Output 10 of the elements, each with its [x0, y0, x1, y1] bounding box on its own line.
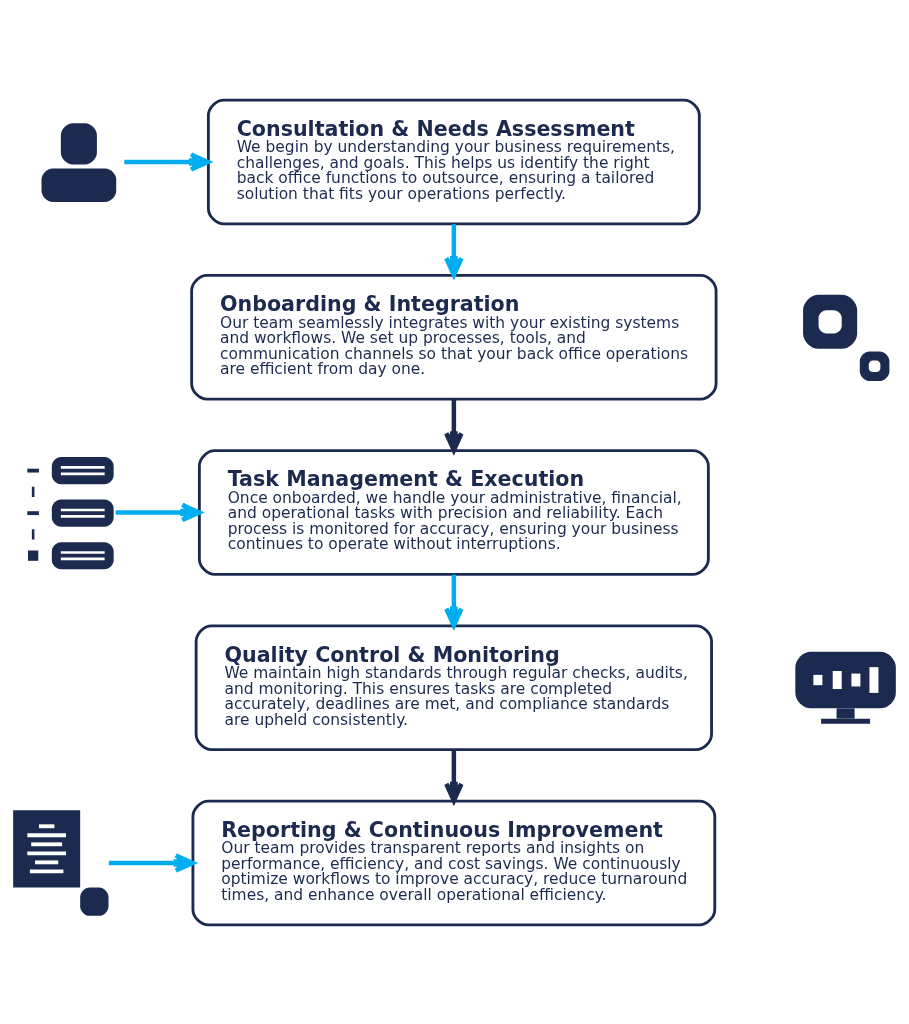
- arrow: [124, 151, 211, 172]
- node-box: Quality Control & Monitoring We maintain high standards through regular checks, audits, and monitoring. This ensures tasks are completed accurately, deadlines are met, and compliance standards are upheld consistently.: [194, 624, 713, 751]
- arrow: [108, 852, 195, 873]
- arrow: [444, 398, 464, 453]
- node-box: Task Management & Execution Once onboarded, we handle your administrative, financial, and operational tasks with precision and reliability. Each process is monitored for accuracy, ensuring your business continues to operate without interruptions.: [197, 448, 710, 576]
- arrow: [444, 574, 464, 628]
- node-box: Onboarding & Integration Our team seamlessly integrates with your existing systems and workflows. We set up processes, tools, and communication channels so that your back office operations are efficient from day one.: [190, 273, 718, 400]
- arrow: [115, 502, 202, 522]
- node-box: Reporting & Continuous Improvement Our team provides transparent reports and insights on performance, efficiency, and cost savings. We continuously optimize workflows to improve accuracy, reduce turnaround times, and enhance overall operational efficiency.: [191, 799, 717, 926]
- node-box: Consultation & Needs Assessment We begin by understanding your business requirements, challenges, and goals. This helps us identify the right back office functions to outsource, ensuring a tailored solution that fits your operations perfectly.: [206, 98, 701, 225]
